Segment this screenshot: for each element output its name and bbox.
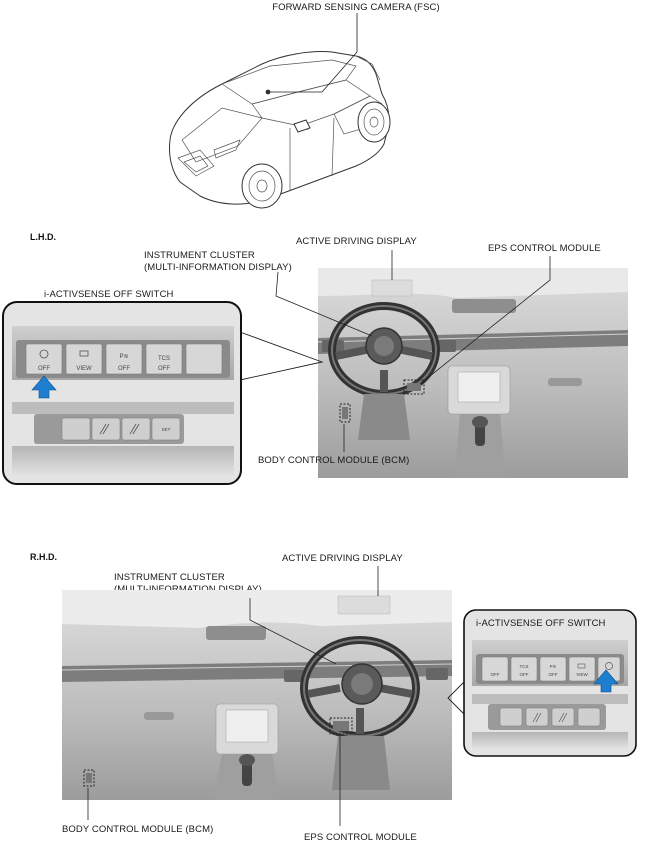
lhd-active-driving-display-label: ACTIVE DRIVING DISPLAY — [296, 236, 417, 247]
rhd-eps-control-module-marker — [329, 717, 353, 735]
rhd-bcm-label: BODY CONTROL MODULE (BCM) — [62, 824, 213, 835]
parking-sensor-icon: P≋ — [119, 354, 128, 360]
seat-heater-icon — [99, 423, 110, 435]
rhd-eps-control-module-label: EPS CONTROL MODULE — [304, 832, 417, 842]
camera-view-icon — [79, 350, 89, 357]
fsc-camera-marker — [265, 89, 271, 95]
lhd-btn-i-activsense-off[interactable]: OFF — [38, 366, 50, 372]
rhd-switch-title: i-ACTIVSENSE OFF SWITCH — [476, 618, 606, 629]
lhd-switch-title: i-ACTIVSENSE OFF SWITCH — [44, 289, 174, 300]
rhd-btn-parking-off[interactable]: OFF — [549, 672, 558, 677]
rhd-active-driving-display-label: ACTIVE DRIVING DISPLAY — [282, 553, 403, 564]
lhd-eps-control-module-marker — [403, 379, 425, 395]
rhd-switch-inset: OFF TCS OFF OFF VIEW P≋ — [463, 609, 637, 757]
lhd-btn-tcs[interactable]: TCS — [158, 356, 170, 362]
rhd-btn-off[interactable]: OFF — [491, 672, 500, 677]
lhd-bcm-marker — [339, 403, 351, 423]
vehicle-illustration — [169, 51, 391, 209]
lhd-btn-parking-off[interactable]: OFF — [118, 366, 130, 372]
seat-heater-icon — [558, 712, 568, 723]
camera-view-icon — [577, 663, 586, 669]
rhd-active-driving-display — [337, 595, 391, 615]
lhd-eps-control-module-label: EPS CONTROL MODULE — [488, 243, 601, 254]
rhd-section-label: R.H.D. — [30, 552, 57, 562]
lhd-btn-view[interactable]: VIEW — [76, 366, 92, 372]
lhd-instrument-cluster-label-1: INSTRUMENT CLUSTER — [144, 250, 255, 261]
seat-heater-icon — [129, 423, 140, 435]
lhd-inset-connector — [239, 331, 324, 381]
lhd-switch-inset: P≋ OFF VIEW OFF TCS OFF SET — [2, 301, 242, 485]
i-activsense-icon — [605, 662, 613, 670]
parking-sensor-icon: P≋ — [550, 664, 557, 669]
lhd-instrument-cluster-label-2: (MULTI-INFORMATION DISPLAY) — [144, 262, 292, 273]
rhd-instrument-cluster-leader — [249, 598, 337, 665]
lhd-arrow-icon — [31, 375, 57, 399]
seat-heater-icon — [532, 712, 542, 723]
i-activsense-icon — [39, 349, 49, 359]
rhd-instrument-cluster-label-1: INSTRUMENT CLUSTER — [114, 572, 225, 583]
lhd-btn-tcs-off[interactable]: OFF — [158, 366, 170, 372]
rhd-btn-tcs[interactable]: TCS — [520, 664, 529, 669]
lhd-instrument-cluster-leader — [275, 271, 373, 337]
lhd-eps-leader — [419, 256, 551, 385]
rhd-inset-connector — [447, 679, 467, 717]
fsc-leader-line — [270, 13, 358, 93]
lhd-btn-set[interactable]: SET — [162, 427, 171, 432]
rhd-bcm-marker — [83, 769, 95, 787]
fsc-label: FORWARD SENSING CAMERA (FSC) — [272, 2, 439, 13]
lhd-bcm-label: BODY CONTROL MODULE (BCM) — [258, 455, 409, 466]
lhd-active-driving-display — [371, 279, 413, 297]
rhd-btn-view[interactable]: VIEW — [576, 672, 588, 677]
lhd-section-label: L.H.D. — [30, 232, 56, 242]
rhd-btn-tcs-off[interactable]: OFF — [520, 672, 529, 677]
rhd-dashboard — [61, 590, 453, 800]
rhd-arrow-icon — [593, 669, 619, 693]
lhd-dashboard — [317, 268, 629, 478]
rhd-instrument-cluster-label-2: (MULTI-INFORMATION DISPLAY) — [114, 584, 262, 595]
